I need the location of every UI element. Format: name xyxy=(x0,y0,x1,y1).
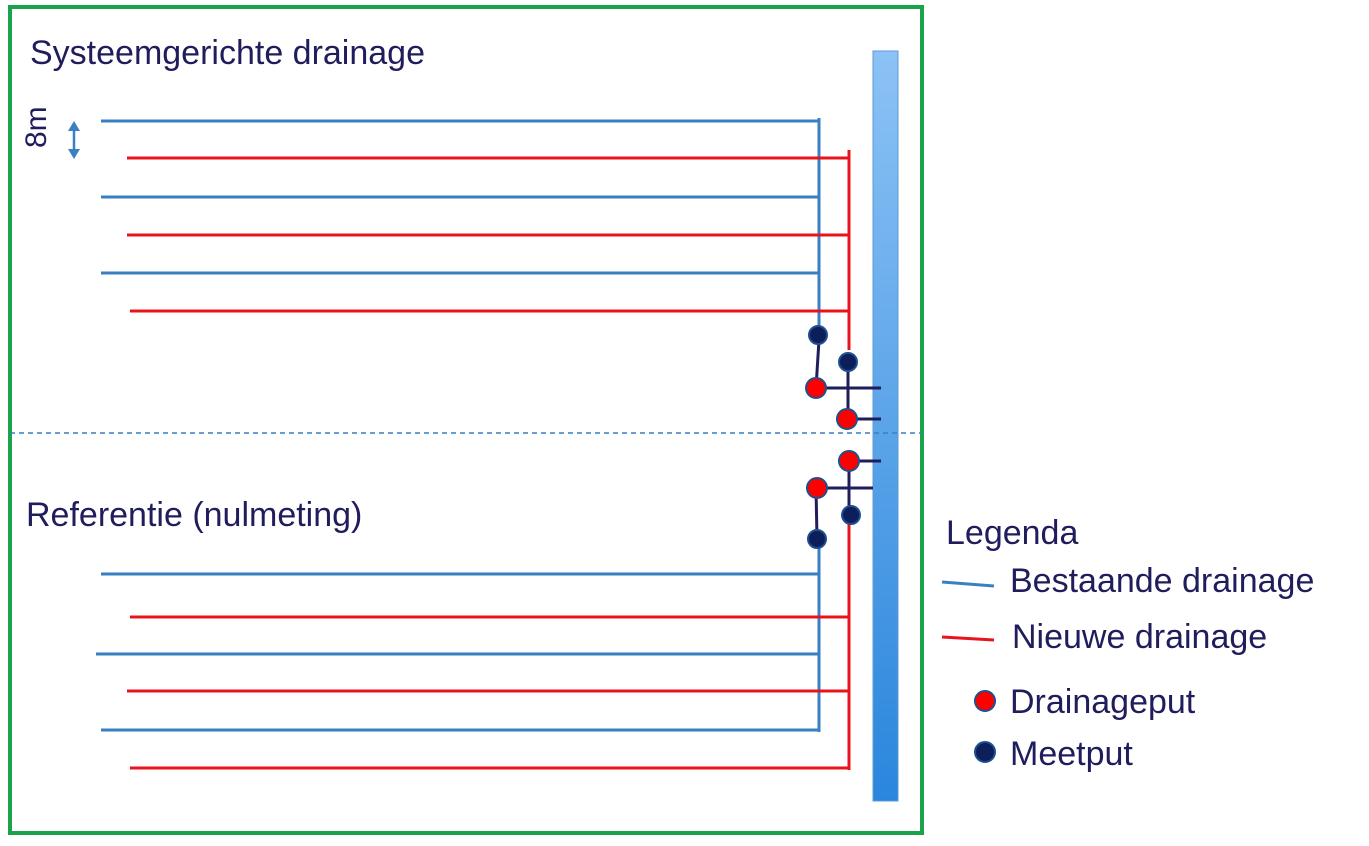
top-existing-drains xyxy=(101,118,821,335)
scale-label: 8m xyxy=(20,106,53,148)
top-new-drains xyxy=(127,150,851,350)
measuring-well xyxy=(807,529,827,549)
scale-arrow xyxy=(68,121,80,159)
measuring-well xyxy=(841,505,861,525)
wells xyxy=(805,325,861,549)
study-area-frame xyxy=(8,5,924,835)
ditch xyxy=(872,50,899,802)
legend-new-line xyxy=(941,635,995,642)
legend-new-label: Nieuwe drainage xyxy=(1012,618,1268,656)
drain-well xyxy=(805,377,827,399)
bottom-existing-drains xyxy=(96,545,821,732)
legend-measuring-well-label: Meetput xyxy=(1010,735,1133,773)
measuring-well xyxy=(808,325,828,345)
legend-symbols xyxy=(941,580,996,763)
legend-drain-well-label: Drainageput xyxy=(1010,683,1196,721)
drain-well xyxy=(806,477,828,499)
legend-measuring-well-dot xyxy=(974,741,996,763)
bottom-new-drains xyxy=(127,522,851,770)
legend-drain-well-dot xyxy=(974,690,996,712)
legend-existing-label: Bestaande drainage xyxy=(1010,562,1315,600)
legend-title: Legenda xyxy=(946,514,1079,552)
measuring-well xyxy=(838,352,858,372)
drain-well xyxy=(838,450,860,472)
plot-title-systematic: Systeemgerichte drainage xyxy=(30,34,426,72)
plot-title-reference: Referentie (nulmeting) xyxy=(26,496,363,534)
drain-well xyxy=(836,408,858,430)
legend-existing-line xyxy=(941,580,995,588)
